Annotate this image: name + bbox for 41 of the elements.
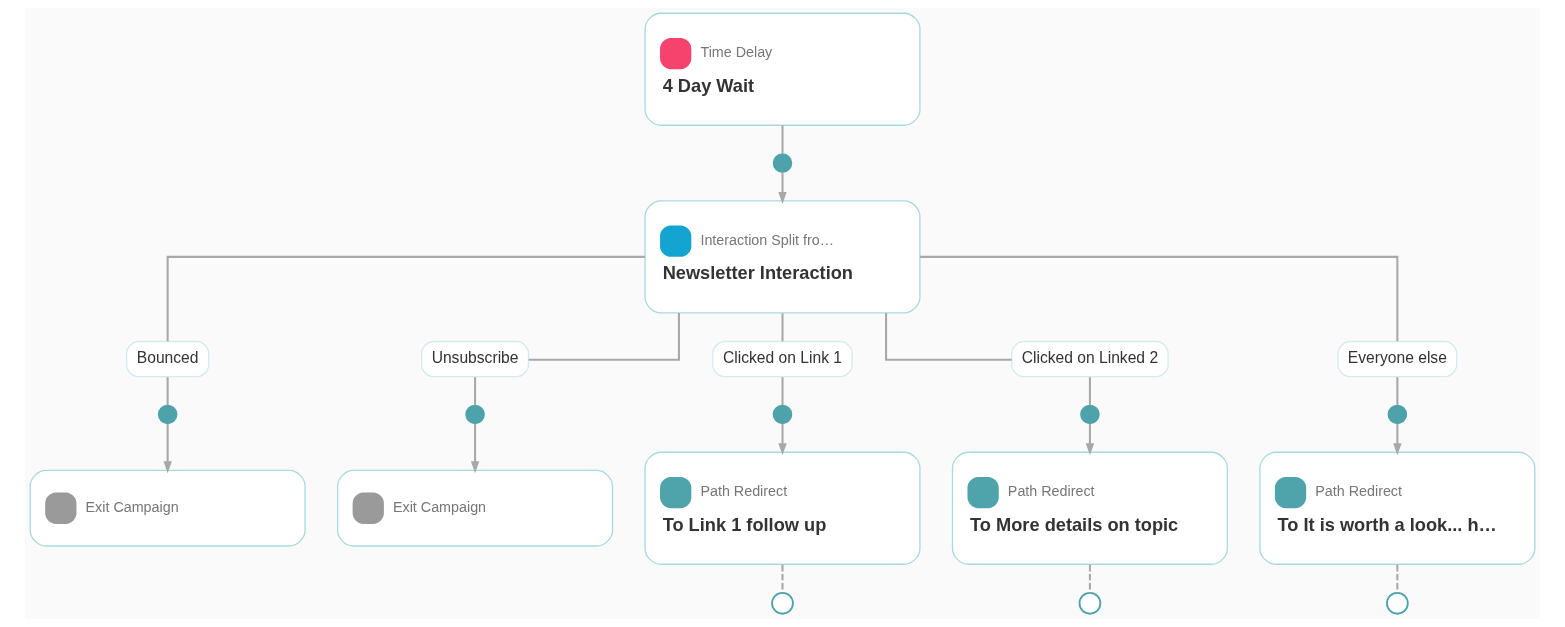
node-box: Exit Campaign: [29, 469, 306, 547]
node-box: Bounced: [125, 340, 210, 378]
node-box: Everyone else: [1337, 340, 1458, 378]
node-circle: [1386, 592, 1409, 615]
node-box: Path Redirect To More details on topic: [951, 451, 1228, 565]
connector: [920, 255, 1399, 342]
connector: [885, 313, 1012, 361]
node-box: Clicked on Linked 2: [1011, 340, 1169, 378]
node-box: Exit Campaign: [337, 469, 614, 547]
connector: [781, 564, 784, 593]
node-box: Path Redirect To Link 1 follow up: [644, 451, 921, 565]
connector: [166, 377, 169, 406]
node-circle: [772, 404, 793, 425]
node-circle: [1387, 404, 1408, 425]
node-circle: [465, 404, 485, 425]
node-box: Unsubscribe: [421, 340, 530, 378]
arrow: [163, 423, 172, 474]
connector: [474, 377, 477, 406]
node-box: Interaction Split fro… Newsletter Interaction: [644, 200, 921, 314]
connector: [781, 377, 784, 406]
node-circle: [1078, 592, 1102, 615]
arrow: [778, 172, 787, 204]
arrow: [470, 423, 480, 474]
connector: [1396, 564, 1399, 593]
connector: [1088, 377, 1091, 406]
node-box: Time Delay 4 Day Wait: [644, 12, 921, 126]
connector: [1088, 564, 1091, 593]
arrow: [1085, 423, 1095, 456]
arrow: [1393, 423, 1402, 456]
node-circle: [157, 404, 178, 425]
connector: [528, 313, 680, 361]
arrow: [778, 423, 787, 456]
node-circle: [1080, 404, 1100, 425]
node-circle: [771, 592, 794, 615]
node-circle: [772, 153, 793, 173]
connector: [166, 255, 645, 342]
connector: [781, 313, 784, 342]
node-box: Clicked on Link 1: [712, 340, 853, 378]
connector: [781, 125, 784, 154]
connector: [1396, 377, 1399, 406]
node-box: Path Redirect To It is worth a look... h…: [1259, 451, 1536, 565]
